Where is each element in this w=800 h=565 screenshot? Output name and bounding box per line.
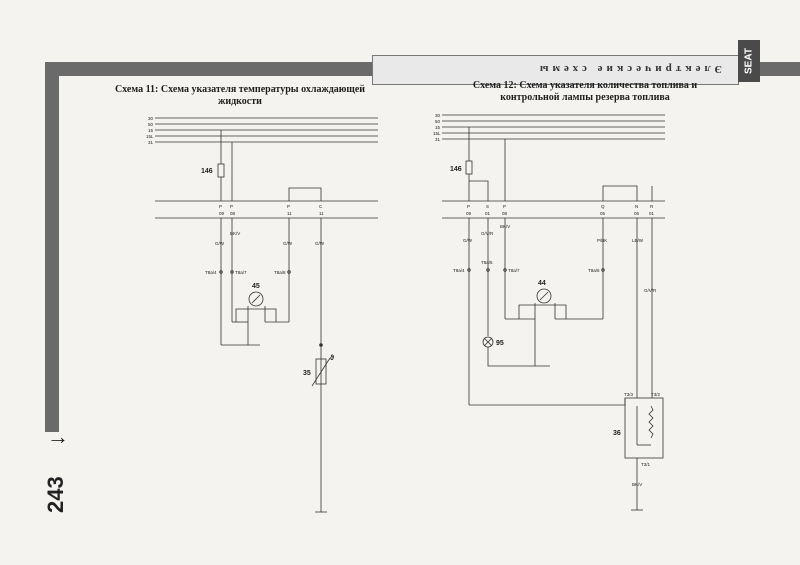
pin-bottom-3: 11 [287, 211, 292, 216]
bus-label-50: 50 [148, 122, 154, 127]
plug-marker-3 [503, 268, 507, 272]
pin-bottom-6: 01 [649, 211, 655, 216]
diagram-11-title: Схема 11: Схема указателя температуры ох… [80, 84, 400, 108]
pin-bottom-2: 01 [485, 211, 491, 216]
page-arrow-icon: → [47, 424, 69, 449]
pin-bottom-1: 09 [466, 211, 472, 216]
fuse-label: 146 [450, 166, 462, 173]
gauge-needle [251, 294, 261, 304]
lamp-cross-b [484, 338, 492, 346]
bus-label-15: 15 [435, 125, 441, 130]
sender-pin-2: T3/2 [651, 392, 661, 397]
temperature-gauge-45 [248, 291, 264, 307]
sender-label: 36 [613, 430, 621, 437]
diagram-12 [442, 114, 665, 511]
sender-pin-3: T3/1 [641, 462, 651, 467]
fuel-sender-36 [624, 397, 664, 459]
pin-top-1: P [219, 204, 222, 209]
wire-label-2: BK/V [230, 231, 240, 236]
sender-resistor [648, 405, 654, 439]
plug-marker-1 [467, 268, 471, 272]
page-frame-left-band [45, 62, 59, 432]
gauge-label: 44 [538, 280, 546, 287]
pin-top-3: P [503, 204, 506, 209]
gauge-label: 45 [252, 283, 260, 290]
gauge-housing [518, 304, 567, 319]
pin-bottom-5: 06 [634, 211, 640, 216]
splice-dot [319, 343, 323, 347]
diagram-11 [155, 117, 378, 513]
diagram-11-title-line1: Схема 11: Схема указателя температуры ох… [114, 84, 366, 95]
plug-label-4: T8a/6 [588, 268, 600, 273]
sender-pin-1: T3/3 [624, 392, 634, 397]
pin-top-4: C [319, 204, 323, 209]
bus-label-15l: 15L [146, 134, 154, 139]
fuse-146 [465, 160, 473, 175]
plug-marker-4 [601, 268, 605, 272]
pin-top-1: P [467, 204, 470, 209]
wire-label-3: G/W [283, 241, 293, 246]
pin-top-5: N [635, 204, 638, 209]
wire-label-1: G/W [215, 241, 225, 246]
connector-jumper [602, 185, 638, 201]
plug-label-1: T8a/4 [453, 268, 465, 273]
pin-bottom-3: 08 [502, 211, 508, 216]
pin-top-4: Q [601, 204, 605, 209]
diagram-12-title-line1: Схема 12: Схема указателя количества топ… [472, 80, 698, 91]
sensor-symbol: ϑ [330, 355, 335, 362]
pin-bottom-4: 11 [319, 211, 324, 216]
plug-label-2: T8a/7 [235, 270, 247, 275]
wire-label-1: G/W [463, 238, 473, 243]
bus-label-30: 30 [148, 116, 154, 121]
plug-marker-1 [219, 270, 223, 274]
ground-wire-label: BK/V [632, 482, 642, 487]
fuse-146 [217, 163, 225, 178]
fuse-branch-wire [469, 180, 489, 201]
plug-marker-2 [486, 268, 490, 272]
gauge-housing [235, 308, 277, 322]
diagram-12-title: Схема 12: Схема указателя количества топ… [430, 80, 740, 104]
lamp-label: 95 [496, 340, 504, 347]
plug-marker-2 [230, 270, 234, 274]
pin-bottom-4: 05 [600, 211, 606, 216]
pin-top-3: P [287, 204, 290, 209]
pin-bottom-1: 09 [219, 211, 225, 216]
gauge-needle [539, 291, 549, 301]
bus-label-15: 15 [148, 128, 154, 133]
sender-feed-loop [469, 398, 626, 406]
plug-label-2: T8a/5 [481, 260, 493, 265]
fuel-gauge-44 [536, 288, 552, 304]
pin-top-6: R [650, 204, 654, 209]
pin-top-2: P [230, 204, 233, 209]
section-header-box [372, 55, 739, 85]
coolant-sensor-35 [315, 358, 327, 385]
lamp-return-wire [487, 347, 550, 367]
wire-label-4: G/W [315, 241, 325, 246]
pin-top-2: S [486, 204, 489, 209]
wire-label-2: G/V/R [481, 231, 494, 236]
diagram-11-title-line2: жидкости [218, 96, 262, 107]
bus-label-15l: 15L [433, 131, 441, 136]
plug-label-3: T8a/8 [274, 270, 286, 275]
diagram-12-title-line2: контрольной лампы резерва топлива [500, 92, 670, 103]
sensor-variable-arrow [311, 357, 331, 387]
plug-label-3: T8a/7 [508, 268, 520, 273]
fuse-label: 146 [201, 168, 213, 175]
pin-bottom-2: 08 [230, 211, 236, 216]
bus-label-31: 31 [435, 137, 441, 142]
bus-label-50: 50 [435, 119, 441, 124]
plug-marker-3 [287, 270, 291, 274]
plug-label-1: T8a/4 [205, 270, 217, 275]
wire-label-6: G/V/R [644, 288, 657, 293]
wire-label-5: LB/W [632, 238, 644, 243]
wire-label-4: P/BK [597, 238, 607, 243]
bus-label-30: 30 [435, 113, 441, 118]
sensor-label: 35 [303, 370, 311, 377]
bus-label-31: 31 [148, 140, 154, 145]
wire-label-3: BK/V [500, 224, 510, 229]
connector-jumper [288, 187, 322, 201]
